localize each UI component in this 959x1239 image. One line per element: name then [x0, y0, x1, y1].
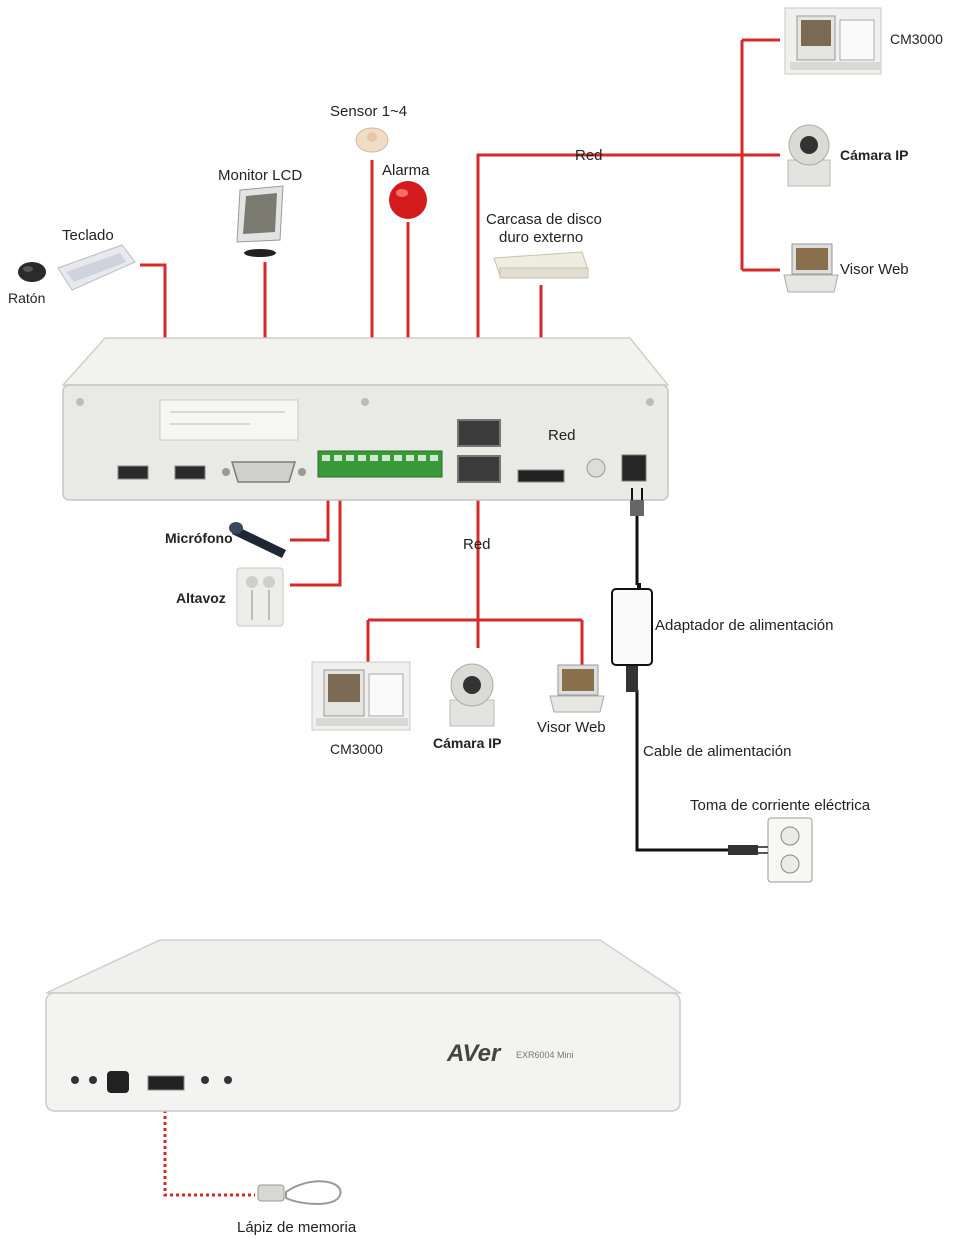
external-hdd-icon	[493, 251, 589, 279]
label-toma: Toma de corriente eléctrica	[690, 797, 871, 814]
label-adaptador: Adaptador de alimentación	[655, 617, 833, 634]
esata-port	[517, 469, 565, 483]
label-cm3000-top: CM3000	[890, 31, 943, 47]
wire-speaker	[290, 492, 342, 587]
label-altavoz: Altavoz	[176, 590, 226, 606]
ip-camera-bottom-icon	[449, 663, 495, 727]
dvr-front-panel	[45, 939, 683, 1112]
usb-port-2	[174, 465, 206, 480]
front-led-4	[224, 1076, 232, 1084]
label-sensor: Sensor 1~4	[330, 103, 407, 120]
wire-microphone	[290, 492, 330, 542]
label-visor-web-bottom: Visor Web	[537, 719, 606, 736]
rear-power-switch	[586, 458, 606, 478]
label-red-right: Red	[548, 427, 576, 444]
mouse-icon	[18, 262, 46, 282]
dvr-rear-panel	[61, 337, 670, 501]
label-alarma: Alarma	[382, 162, 430, 179]
label-camara-ip-bottom: Cámara IP	[433, 735, 501, 751]
cm3000-top-icon	[784, 7, 882, 75]
label-carcasa-1: Carcasa de disco	[486, 211, 602, 228]
wire-bottom-network	[366, 480, 584, 665]
label-carcasa-2: duro externo	[499, 229, 583, 246]
wall-outlet-icon	[728, 817, 813, 883]
labels: CM3000 Cámara IP Visor Web Red Sensor 1~…	[8, 31, 943, 1236]
lan-port-1	[457, 419, 501, 447]
sensor-icon	[355, 127, 389, 153]
label-monitor-lcd: Monitor LCD	[218, 167, 302, 184]
speaker-icon	[236, 567, 284, 627]
web-viewer-bottom-icon	[549, 664, 605, 713]
ip-camera-top-icon	[787, 124, 831, 187]
label-camara-ip-top: Cámara IP	[840, 147, 908, 163]
label-lapiz: Lápiz de memoria	[237, 1219, 357, 1236]
lcd-monitor-icon	[236, 185, 284, 257]
label-microfono: Micrófono	[165, 530, 233, 546]
label-cm3000-bottom: CM3000	[330, 741, 383, 757]
lan-port-2	[457, 455, 501, 483]
keyboard-icon	[57, 244, 136, 291]
label-cable: Cable de alimentación	[643, 743, 791, 760]
label-visor-web-top: Visor Web	[840, 261, 909, 278]
label-red-top: Red	[575, 147, 603, 164]
usb-port-1	[117, 465, 149, 480]
microphone-icon	[229, 522, 286, 558]
model-text: EXR6004 Mini	[516, 1050, 574, 1060]
label-red-bottom: Red	[463, 536, 491, 553]
rear-label-sticker	[159, 399, 299, 441]
vga-port	[230, 461, 297, 483]
terminal-block	[317, 450, 443, 478]
usb-memory-stick-icon	[257, 1180, 342, 1205]
label-teclado: Teclado	[62, 227, 114, 244]
power-adapter-icon	[611, 488, 653, 692]
brand-logo-text: AVer	[446, 1040, 502, 1067]
front-led-2	[89, 1076, 97, 1084]
front-led-3	[201, 1076, 209, 1084]
cm3000-bottom-icon	[311, 661, 411, 731]
front-power-button	[107, 1071, 129, 1093]
front-led-1	[71, 1076, 79, 1084]
alarm-icon	[389, 181, 427, 219]
web-viewer-top-icon	[783, 243, 839, 293]
dc-jack	[621, 454, 647, 482]
front-usb-port	[147, 1075, 185, 1091]
wire-usb-memory	[163, 1092, 255, 1197]
wire-top-network	[476, 38, 780, 420]
label-raton: Ratón	[8, 290, 45, 306]
